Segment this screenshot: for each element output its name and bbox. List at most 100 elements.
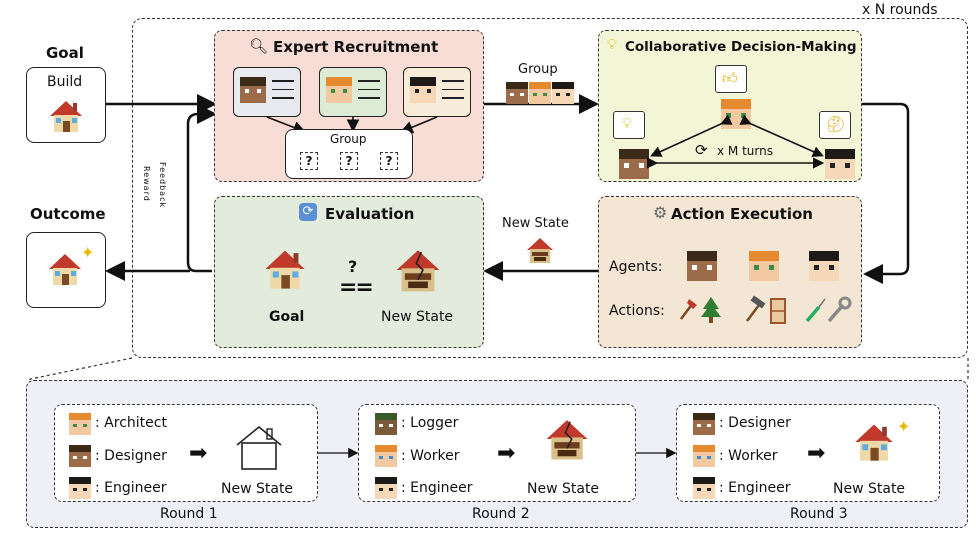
broken-house-icon [545, 417, 589, 461]
sparkle-icon: ✦ [81, 243, 95, 262]
candidate-card [319, 67, 387, 117]
turns-label: x M turns [715, 144, 775, 158]
sparkle-icon: ✦ [897, 417, 911, 436]
gear-icon: ⚙ [653, 203, 668, 222]
thumbs-up-icon: 👍︎ [722, 69, 738, 87]
round-box: : Logger : Worker : Engineer ➡ New State [358, 404, 636, 502]
actions-label: Actions: [609, 303, 665, 319]
door-icon [770, 298, 786, 324]
round-box: : Designer : Worker : Engineer ➡ ✦ New S… [676, 404, 940, 502]
reward-vertical-label: Reward [142, 166, 151, 202]
round-box: : Architect : Designer : Engineer ➡ New … [54, 404, 318, 502]
action-execution-panel: ⚙ Action Execution Agents: Actions: [598, 196, 862, 348]
lightbulb-icon: 💡︎ [607, 37, 617, 53]
rounds-frame [132, 18, 968, 358]
refresh-icon: ⟳ [299, 203, 317, 221]
arrow-right-icon: ➡ [497, 441, 516, 466]
worker-face-icon [693, 445, 715, 467]
round-new-state-label: New State [221, 481, 294, 497]
round-name: Round 2 [472, 506, 530, 522]
steve-face-icon [240, 77, 266, 103]
role-label: : Engineer [719, 480, 791, 496]
screwdriver-icon [805, 298, 826, 323]
decision-making-panel: 💡︎ Collaborative Decision-Making 👍︎ 💡︎ 🤔… [598, 30, 862, 182]
round-new-state-label: New State [527, 481, 600, 497]
tree-icon [701, 297, 721, 323]
action-icons [677, 295, 857, 325]
group-arrow-label: Group [518, 62, 558, 77]
goal-title: Goal [46, 44, 84, 62]
broken-house-icon [395, 247, 441, 293]
wrench-icon [827, 296, 852, 323]
role-label: : Engineer [401, 480, 473, 496]
new-state-arrow-label: New State [502, 216, 569, 231]
villager-face-icon [552, 82, 574, 104]
villager-face-icon [375, 477, 397, 499]
group-faces [506, 82, 574, 104]
goal-box: Build [26, 67, 106, 143]
alex-face-icon [749, 251, 779, 281]
action-execution-title: Action Execution [671, 205, 813, 223]
arrow-right-icon: ➡ [807, 441, 826, 466]
steve-face-icon [687, 251, 717, 281]
role-label: : Worker [401, 448, 460, 464]
speech-bubble: 👍︎ [715, 65, 747, 93]
eval-new-state-label: New State [381, 309, 454, 325]
rounds-label: x N rounds [862, 2, 938, 18]
steve-face-icon [506, 82, 528, 104]
decision-making-title: Collaborative Decision-Making [625, 39, 857, 55]
expert-recruitment-panel: 🔍︎ Expert Recruitment Group ? ? ? [214, 30, 484, 182]
lightbulb-icon: 💡︎ [622, 116, 632, 132]
role-label: : Worker [719, 448, 778, 464]
hammer-icon [746, 295, 766, 322]
logger-face-icon [375, 413, 397, 435]
compare-question: ? [348, 257, 358, 276]
house-outline-icon [233, 423, 285, 471]
steve-face-icon [69, 445, 91, 467]
empty-slot: ? [340, 152, 358, 170]
worker-face-icon [375, 445, 397, 467]
role-label: : Designer [95, 448, 167, 464]
house-icon [47, 251, 83, 287]
villager-face-icon [693, 477, 715, 499]
arrow-right-icon: ➡ [189, 441, 208, 466]
evaluation-panel: ⟳ Evaluation ? == Goal New State [214, 196, 484, 348]
alex-face-icon [326, 77, 352, 103]
compare-equals: == [339, 275, 374, 300]
role-label: : Engineer [95, 480, 167, 496]
steve-face-icon [693, 413, 715, 435]
magnifier-icon: 🔍︎ [249, 37, 269, 55]
outcome-title: Outcome [30, 205, 106, 223]
group-box-label: Group [330, 132, 367, 146]
villager-face-icon [69, 477, 91, 499]
round-new-state-label: New State [833, 481, 906, 497]
evaluation-title: Evaluation [325, 205, 415, 223]
thinking-face-icon: 🤔︎ [826, 115, 846, 133]
group-box: Group ? ? ? [285, 129, 413, 179]
candidate-card [233, 67, 301, 117]
house-icon [853, 421, 895, 463]
empty-slot: ? [380, 152, 398, 170]
agents-label: Agents: [609, 259, 663, 275]
eval-goal-label: Goal [269, 309, 305, 325]
round-name: Round 3 [790, 506, 848, 522]
role-label: : Logger [401, 415, 459, 431]
feedback-vertical-label: Feedback [158, 162, 167, 209]
house-icon [48, 98, 84, 134]
expert-recruitment-title: Expert Recruitment [273, 38, 439, 56]
refresh-icon: ⟳ [695, 141, 708, 159]
speech-bubble: 💡︎ [613, 111, 645, 139]
candidate-card [403, 67, 471, 117]
villager-face-icon [825, 149, 855, 179]
steve-face-icon [619, 149, 649, 179]
role-label: : Designer [719, 415, 791, 431]
goal-box-label: Build [47, 74, 83, 90]
empty-slot: ? [300, 152, 318, 170]
round-name: Round 1 [160, 506, 218, 522]
alex-face-icon [69, 413, 91, 435]
speech-bubble: 🤔︎ [819, 111, 851, 139]
broken-house-icon [526, 236, 554, 264]
axe-icon [680, 299, 697, 320]
